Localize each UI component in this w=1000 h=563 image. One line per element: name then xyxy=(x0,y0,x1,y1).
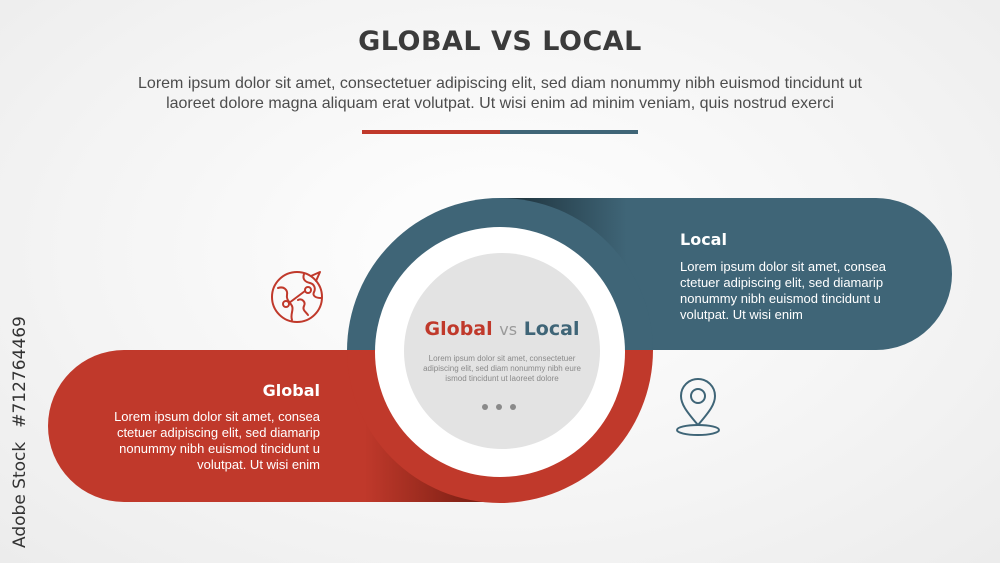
stock-watermark-id: Adobe Stock #712764469 xyxy=(10,316,30,548)
subtitle-line-2: laoreet dolore magna aliquam erat volutp… xyxy=(166,95,834,112)
stock-brand: Adobe Stock xyxy=(10,441,30,548)
center-title-vs: vs xyxy=(499,320,518,339)
title-underline-teal xyxy=(500,130,638,134)
subtitle-line-1: Lorem ipsum dolor sit amet, consectetuer… xyxy=(138,75,862,92)
dot xyxy=(496,404,502,410)
center-title-local: Local xyxy=(523,318,580,340)
dot xyxy=(482,404,488,410)
stock-number: #712764469 xyxy=(10,316,30,428)
location-pin-icon xyxy=(676,378,720,436)
center-description: Lorem ipsum dolor sit amet, consectetuer… xyxy=(423,354,581,383)
page-title: GLOBAL VS LOCAL xyxy=(358,26,642,57)
page-subtitle: Lorem ipsum dolor sit amet, consectetuer… xyxy=(60,74,940,114)
local-description: Lorem ipsum dolor sit amet, consea ctetu… xyxy=(680,259,886,322)
title-underline-red xyxy=(362,130,500,134)
circle-center xyxy=(404,253,600,449)
center-title-global: Global xyxy=(424,318,493,340)
center-title: Global vs Local xyxy=(404,318,600,340)
globe-icon xyxy=(271,271,323,323)
global-description: Lorem ipsum dolor sit amet, consea ctetu… xyxy=(114,409,320,472)
local-heading: Local xyxy=(680,230,727,249)
global-heading: Global xyxy=(262,381,320,400)
ellipsis-dots-icon xyxy=(482,404,522,412)
dot xyxy=(510,404,516,410)
